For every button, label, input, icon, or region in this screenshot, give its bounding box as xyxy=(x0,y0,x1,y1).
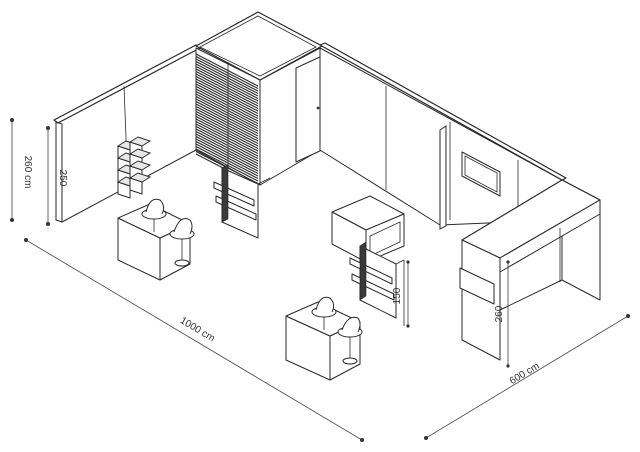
back-left-wall xyxy=(53,44,201,223)
bar-stool xyxy=(311,296,337,330)
display-cube xyxy=(331,195,405,263)
depth-label: 600 cm xyxy=(508,361,542,387)
dimension-shelf-height: 150 xyxy=(392,260,410,328)
column-height-label: 260 xyxy=(494,305,505,322)
dimension-total-height: 260 cm xyxy=(10,118,33,222)
bar-stool xyxy=(141,198,167,232)
dimension-column-height: 260 xyxy=(494,260,510,368)
slatted-wall xyxy=(195,53,259,187)
corner-cabin xyxy=(195,11,323,187)
shelf-height-label: 150 xyxy=(392,287,403,304)
wall-height-label: 250 xyxy=(57,170,68,187)
length-label: 1000 cm xyxy=(178,315,217,344)
dimension-depth: 600 cm xyxy=(424,314,630,440)
total-height-label: 260 cm xyxy=(22,156,33,189)
brochure-stand xyxy=(213,164,271,239)
back-right-wall xyxy=(319,42,567,230)
center-brochure-stand xyxy=(349,241,405,326)
wall-screen xyxy=(461,151,501,197)
cube-shelf xyxy=(116,136,152,199)
right-end-wall xyxy=(459,179,601,361)
bar-stool xyxy=(169,218,195,267)
dimension-wall-height: 250 xyxy=(46,126,68,226)
bar-stool xyxy=(337,316,363,365)
front-counter xyxy=(285,301,361,381)
column-panel xyxy=(459,267,495,305)
